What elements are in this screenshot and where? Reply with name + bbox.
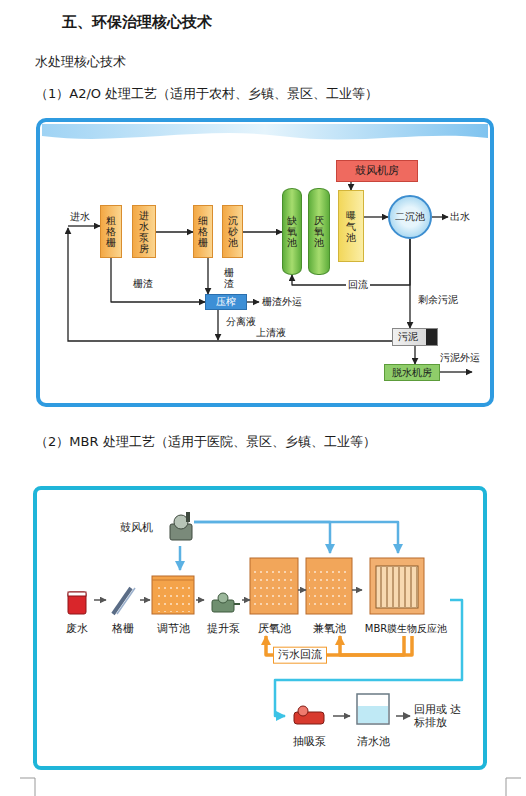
node-text: 调节池 (157, 622, 190, 635)
flow-connector (364, 216, 388, 217)
flow-connector (94, 599, 106, 601)
equipment-node: 废水 (60, 586, 94, 636)
node-text: 废水 (66, 622, 88, 635)
node-text: 沉砂池 (228, 215, 238, 248)
flow-connector (207, 258, 208, 294)
node-text: 粗格栅 (106, 215, 116, 248)
text-label: 栅渣外运 (262, 296, 302, 308)
text-label: 污泥外运 (440, 352, 480, 364)
text-label: 上清液 (256, 327, 286, 339)
node-text: 压榨 (216, 296, 236, 308)
node-text: 二沉池 (395, 211, 425, 223)
edge-label: 栅渣 (224, 267, 234, 289)
flow-connector (340, 636, 404, 655)
process-box: 鼓风机房 (336, 160, 418, 182)
text-label: （1）A2/O 处理工艺（适用于农村、乡镇、景区、工业等） (35, 86, 378, 102)
text-label: 回用或 达标排放 (414, 703, 464, 729)
node-text: 鼓风机房 (355, 164, 399, 177)
process-box: 细格栅 (193, 205, 213, 258)
flow-connector (350, 182, 351, 190)
text-label: 水处理核心技术 (35, 54, 126, 70)
node-text: 缺氧池 (287, 215, 297, 248)
edge-label: 回流 (348, 279, 368, 291)
flow-connector (298, 589, 306, 591)
flow-connector (352, 589, 362, 591)
edge-label-box: 剩余污泥 (416, 294, 460, 306)
equipment-node: 清水池 (350, 690, 396, 749)
process-box: 压榨 (205, 294, 247, 310)
node-text: 曝气池 (346, 210, 356, 243)
flow-connector (333, 715, 350, 717)
equipment-node: 兼氧池 (306, 553, 352, 636)
edge-label-box: 回流 (346, 279, 370, 291)
flow-connector (111, 258, 205, 302)
edge-label: 污水回流 (278, 649, 322, 662)
flow-connector (414, 346, 415, 364)
text-label: 出水 (450, 211, 470, 223)
edge-label: 栅渣 (133, 278, 153, 290)
node-text: 鼓风机 (120, 521, 153, 534)
flow-connector (409, 239, 410, 328)
flow-connector (194, 522, 398, 553)
equipment-node: MBR膜生物反应池 (362, 553, 450, 636)
edge-label-box: 栅渣 (222, 267, 236, 289)
process-box: 进水泵房 (132, 205, 156, 258)
text-label: 进水 (70, 211, 90, 223)
text-label: （2）MBR 处理工艺（适用于医院、景区、乡镇、工业等） (35, 434, 376, 450)
equipment-node: 格栅 (106, 584, 140, 636)
process-box: 粗格栅 (100, 205, 122, 258)
process-box: 二沉池 (388, 195, 432, 239)
process-box: 缺氧池 (282, 188, 302, 275)
panel-band (42, 124, 488, 139)
node-text: 格栅 (112, 622, 134, 635)
flow-connector (243, 231, 282, 232)
node-text: MBR膜生物反应池 (365, 623, 447, 635)
equipment-node: 提升泵 (204, 588, 242, 636)
node-text: 兼氧池 (313, 622, 346, 635)
edge-label: 剩余污泥 (418, 294, 458, 306)
node-text: 细格栅 (198, 215, 208, 248)
flow-connector (242, 599, 250, 601)
node-text: 抽吸泵 (293, 735, 326, 748)
edge-label-box: 栅渣 (131, 278, 155, 290)
flow-connector (194, 522, 330, 553)
equipment-node: 抽吸泵 (285, 703, 333, 749)
process-box: 厌氧池 (308, 188, 330, 275)
node-text: 进水泵房 (139, 210, 149, 254)
node-text: 厌氧池 (314, 215, 324, 248)
flow-connector (156, 231, 193, 232)
equipment-node: 厌氧池 (250, 553, 298, 636)
page-title: 五、环保治理核心技术 (62, 13, 212, 31)
panel (35, 488, 485, 768)
flow-connector (179, 546, 182, 570)
process-box: 曝气池 (338, 190, 364, 262)
equipment-node: 调节池 (150, 570, 196, 636)
process-box: 污泥 (392, 328, 438, 346)
node-text: 脱水机房 (392, 367, 432, 379)
text-label: 分离液 (226, 316, 256, 328)
flow-connector (196, 599, 204, 601)
equipment-node: 鼓风机 (118, 510, 194, 546)
process-box: 脱水机房 (384, 364, 440, 381)
process-box: 沉砂池 (222, 205, 243, 258)
flow-connector (275, 600, 462, 716)
edge-label-box: 污水回流 (273, 647, 327, 664)
node-text: 清水池 (357, 735, 390, 748)
flow-connector (140, 599, 150, 601)
panel (38, 120, 492, 405)
node-text: 污泥 (398, 331, 418, 343)
node-text: 厌氧池 (258, 622, 291, 635)
node-text: 提升泵 (207, 622, 240, 635)
